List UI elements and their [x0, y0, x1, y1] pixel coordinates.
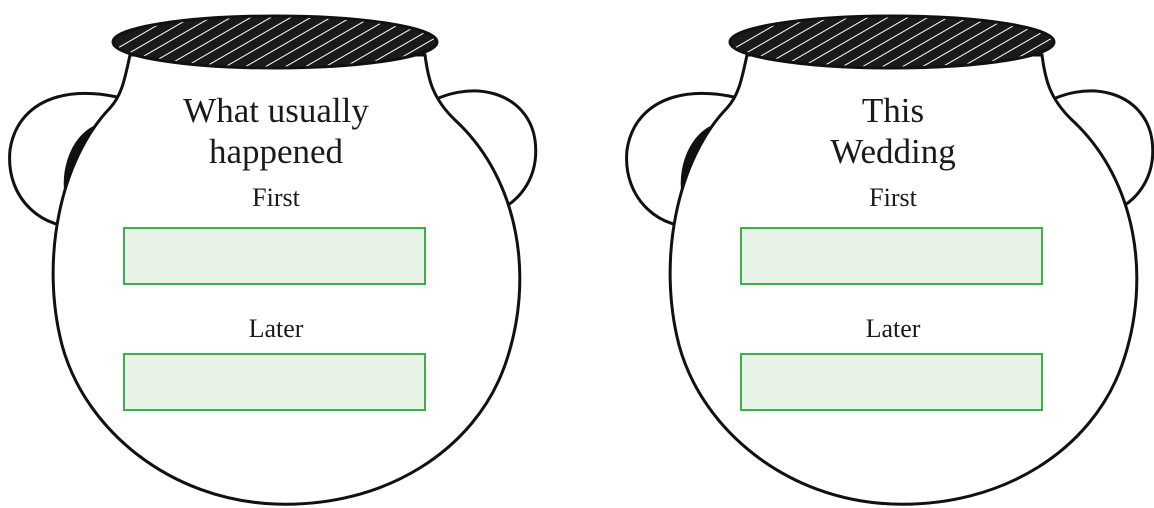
jar-this-wedding: This Wedding First Later: [617, 0, 1154, 508]
jar-title-line1: What usually: [166, 90, 386, 131]
jar-what-usually-happened: What usually happened First Later: [0, 0, 577, 508]
jar-title-line2: happened: [166, 131, 386, 172]
later-label: Later: [176, 314, 376, 344]
first-label: First: [176, 183, 376, 213]
jar-title: What usually happened: [166, 90, 386, 172]
jar-title-line1: This: [783, 90, 1003, 131]
first-label: First: [793, 183, 993, 213]
first-answer-box[interactable]: [123, 227, 426, 285]
later-answer-box[interactable]: [123, 353, 426, 411]
first-answer-box[interactable]: [740, 227, 1043, 285]
later-label: Later: [793, 314, 993, 344]
later-answer-box[interactable]: [740, 353, 1043, 411]
jar-rim: [730, 16, 1054, 68]
jar-title-line2: Wedding: [783, 131, 1003, 172]
jar-title: This Wedding: [783, 90, 1003, 172]
jar-rim: [113, 16, 437, 68]
